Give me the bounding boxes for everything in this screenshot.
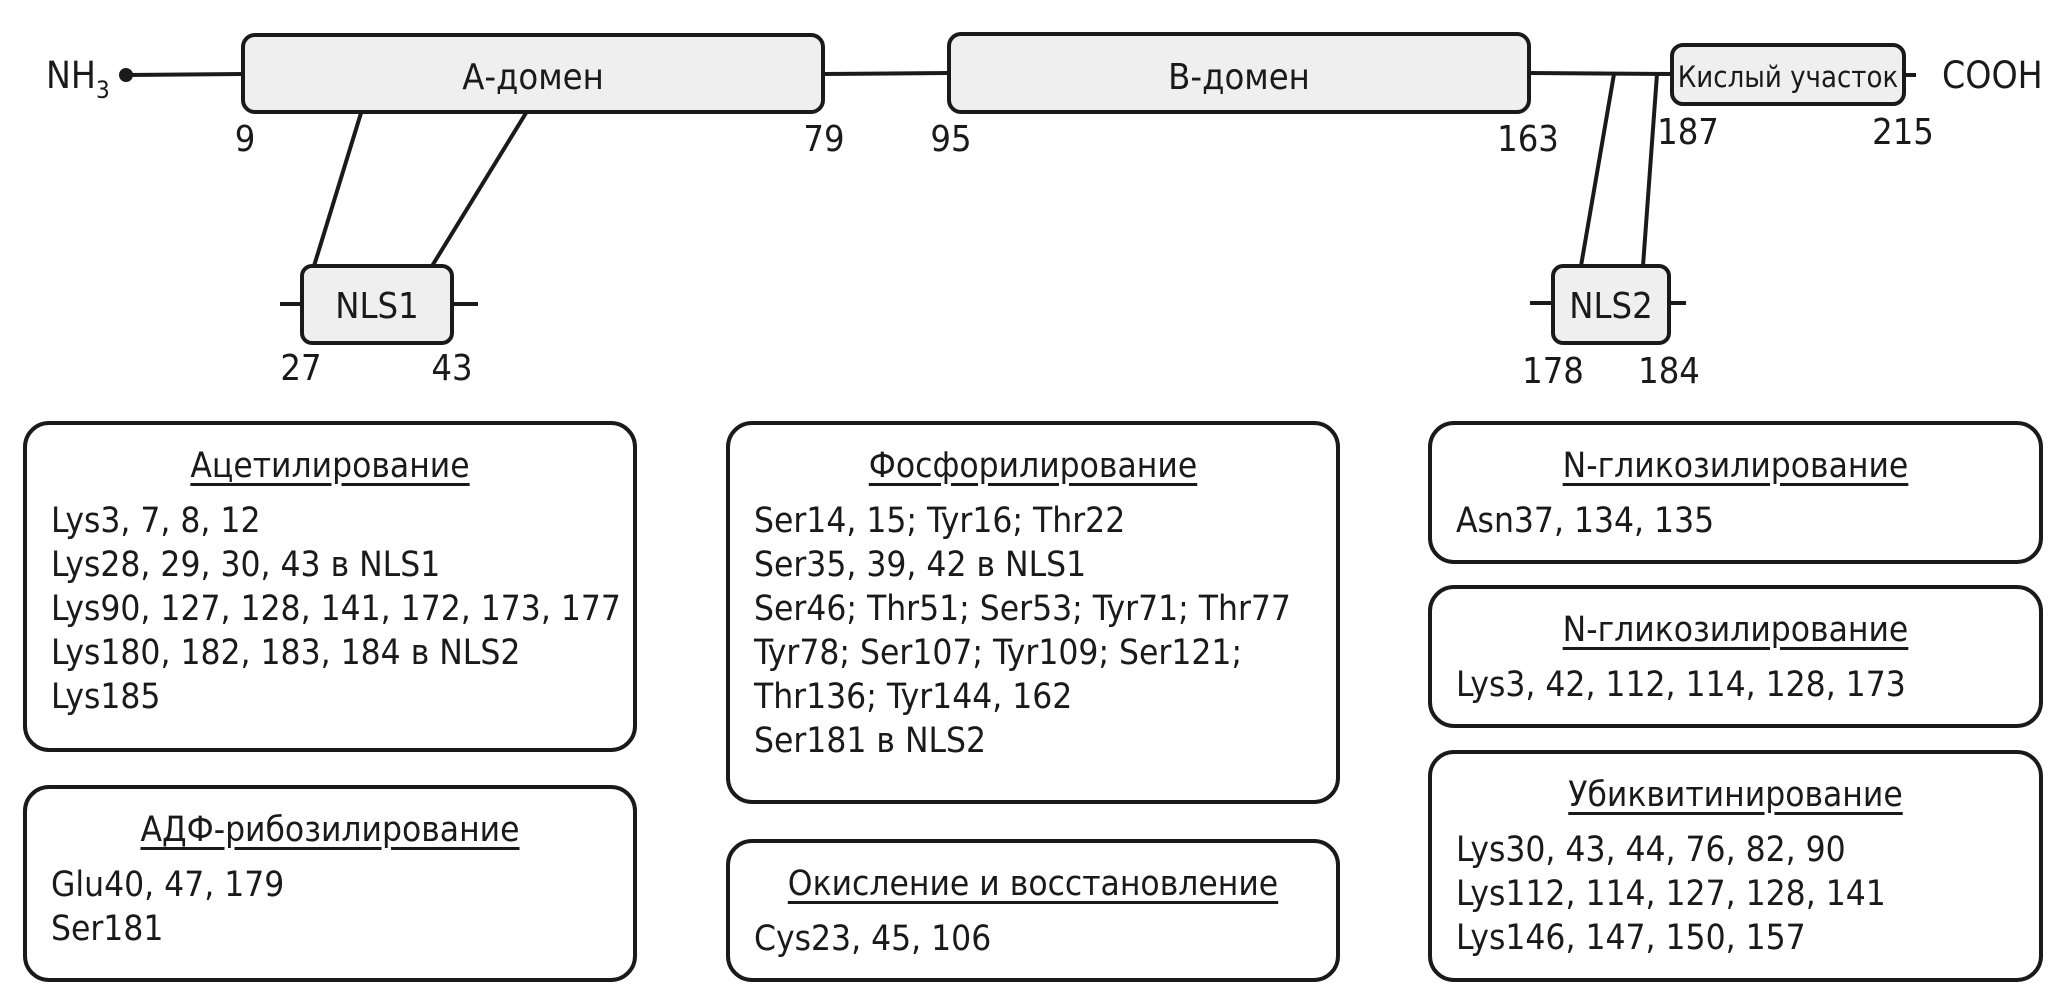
nls2-box <box>1551 264 1671 345</box>
b-domain-start: 95 <box>930 119 971 160</box>
phosphorylation-card: Фосфорилирование Ser14, 15; Tyr16; Thr22… <box>726 421 1340 804</box>
backbone-segment <box>125 72 244 77</box>
c-terminus-label: COOH <box>1942 54 2043 97</box>
a-domain-label: А-домен <box>462 57 604 98</box>
card-line: Ser181 <box>51 909 164 949</box>
backbone-segment <box>1528 71 1673 76</box>
card-line: Lys185 <box>51 677 161 717</box>
n-glycosylation-card-1: N-гликозилирование Asn37, 134, 135 <box>1428 421 2043 564</box>
nls2-end: 184 <box>1638 351 1700 392</box>
acidic-tail-end: 215 <box>1872 112 1934 153</box>
nls1-connector-left <box>312 112 363 267</box>
acetylation-card: Ацетилирование Lys3, 7, 8, 12 Lys28, 29,… <box>23 421 637 752</box>
card-title: АДФ-рибозилирование <box>140 810 520 850</box>
card-line: Ser46; Thr51; Ser53; Tyr71; Thr77 <box>754 589 1291 629</box>
n-terminus-label: NH3 <box>46 54 110 104</box>
card-line: Thr136; Tyr144, 162 <box>754 677 1073 717</box>
redox-card: Окисление и восстановление Cys23, 45, 10… <box>726 839 1340 982</box>
card-title: Убиквитинирование <box>1568 775 1903 815</box>
nls1-end: 43 <box>431 348 472 389</box>
nls2-connector-left <box>1579 73 1616 267</box>
card-line: Ser35, 39, 42 в NLS1 <box>754 545 1087 585</box>
acidic-tail-box <box>1670 43 1906 106</box>
card-line: Tyr78; Ser107; Tyr109; Ser121; <box>754 633 1243 673</box>
nls2-label: NLS2 <box>1569 286 1652 327</box>
card-line: Lys28, 29, 30, 43 в NLS1 <box>51 545 441 585</box>
acidic-tail-start: 187 <box>1657 112 1719 153</box>
nls1-box <box>300 264 454 345</box>
card-title: Ацетилирование <box>190 446 470 486</box>
card-line: Lys90, 127, 128, 141, 172, 173, 177 <box>51 589 621 629</box>
ubiquitination-card: Убиквитинирование Lys30, 43, 44, 76, 82,… <box>1428 750 2043 982</box>
a-domain-box <box>241 33 825 114</box>
card-line: Lys3, 42, 112, 114, 128, 173 <box>1456 665 1906 705</box>
b-domain-box <box>947 32 1531 114</box>
a-domain-start: 9 <box>235 119 256 160</box>
card-title: N-гликозилирование <box>1562 610 1909 650</box>
card-line: Lys112, 114, 127, 128, 141 <box>1456 874 1886 914</box>
nls1-start: 27 <box>280 348 321 389</box>
protein-domain-map: NH3 COOH А-домен 9 79 В-домен 95 163 Кис… <box>46 32 2043 392</box>
card-line: Lys146, 147, 150, 157 <box>1456 918 1806 958</box>
b-domain-label: В-домен <box>1168 57 1310 98</box>
acidic-tail-label: Кислый участок <box>1678 60 1898 94</box>
b-domain-end: 163 <box>1497 119 1559 160</box>
card-line: Lys180, 182, 183, 184 в NLS2 <box>51 633 521 673</box>
nls2-connector-right <box>1641 73 1659 267</box>
card-line: Lys3, 7, 8, 12 <box>51 501 261 541</box>
card-title: N-гликозилирование <box>1562 446 1909 486</box>
card-line: Lys30, 43, 44, 76, 82, 90 <box>1456 830 1846 870</box>
card-line: Ser181 в NLS2 <box>754 721 987 761</box>
adp-ribosylation-card: АДФ-рибозилирование Glu40, 47, 179 Ser18… <box>23 785 637 982</box>
nls1-label: NLS1 <box>335 286 418 327</box>
card-line: Glu40, 47, 179 <box>51 865 285 905</box>
n-glycosylation-card-2: N-гликозилирование Lys3, 42, 112, 114, 1… <box>1428 585 2043 728</box>
nls2-start: 178 <box>1522 351 1584 392</box>
card-line: Asn37, 134, 135 <box>1456 501 1715 541</box>
card-line: Cys23, 45, 106 <box>754 919 992 959</box>
nls1-connector-right <box>430 111 528 268</box>
card-title: Окисление и восстановление <box>787 864 1279 904</box>
card-line: Ser14, 15; Tyr16; Thr22 <box>754 501 1126 541</box>
backbone-segment <box>822 71 950 76</box>
a-domain-end: 79 <box>803 119 844 160</box>
card-title: Фосфорилирование <box>868 446 1198 486</box>
